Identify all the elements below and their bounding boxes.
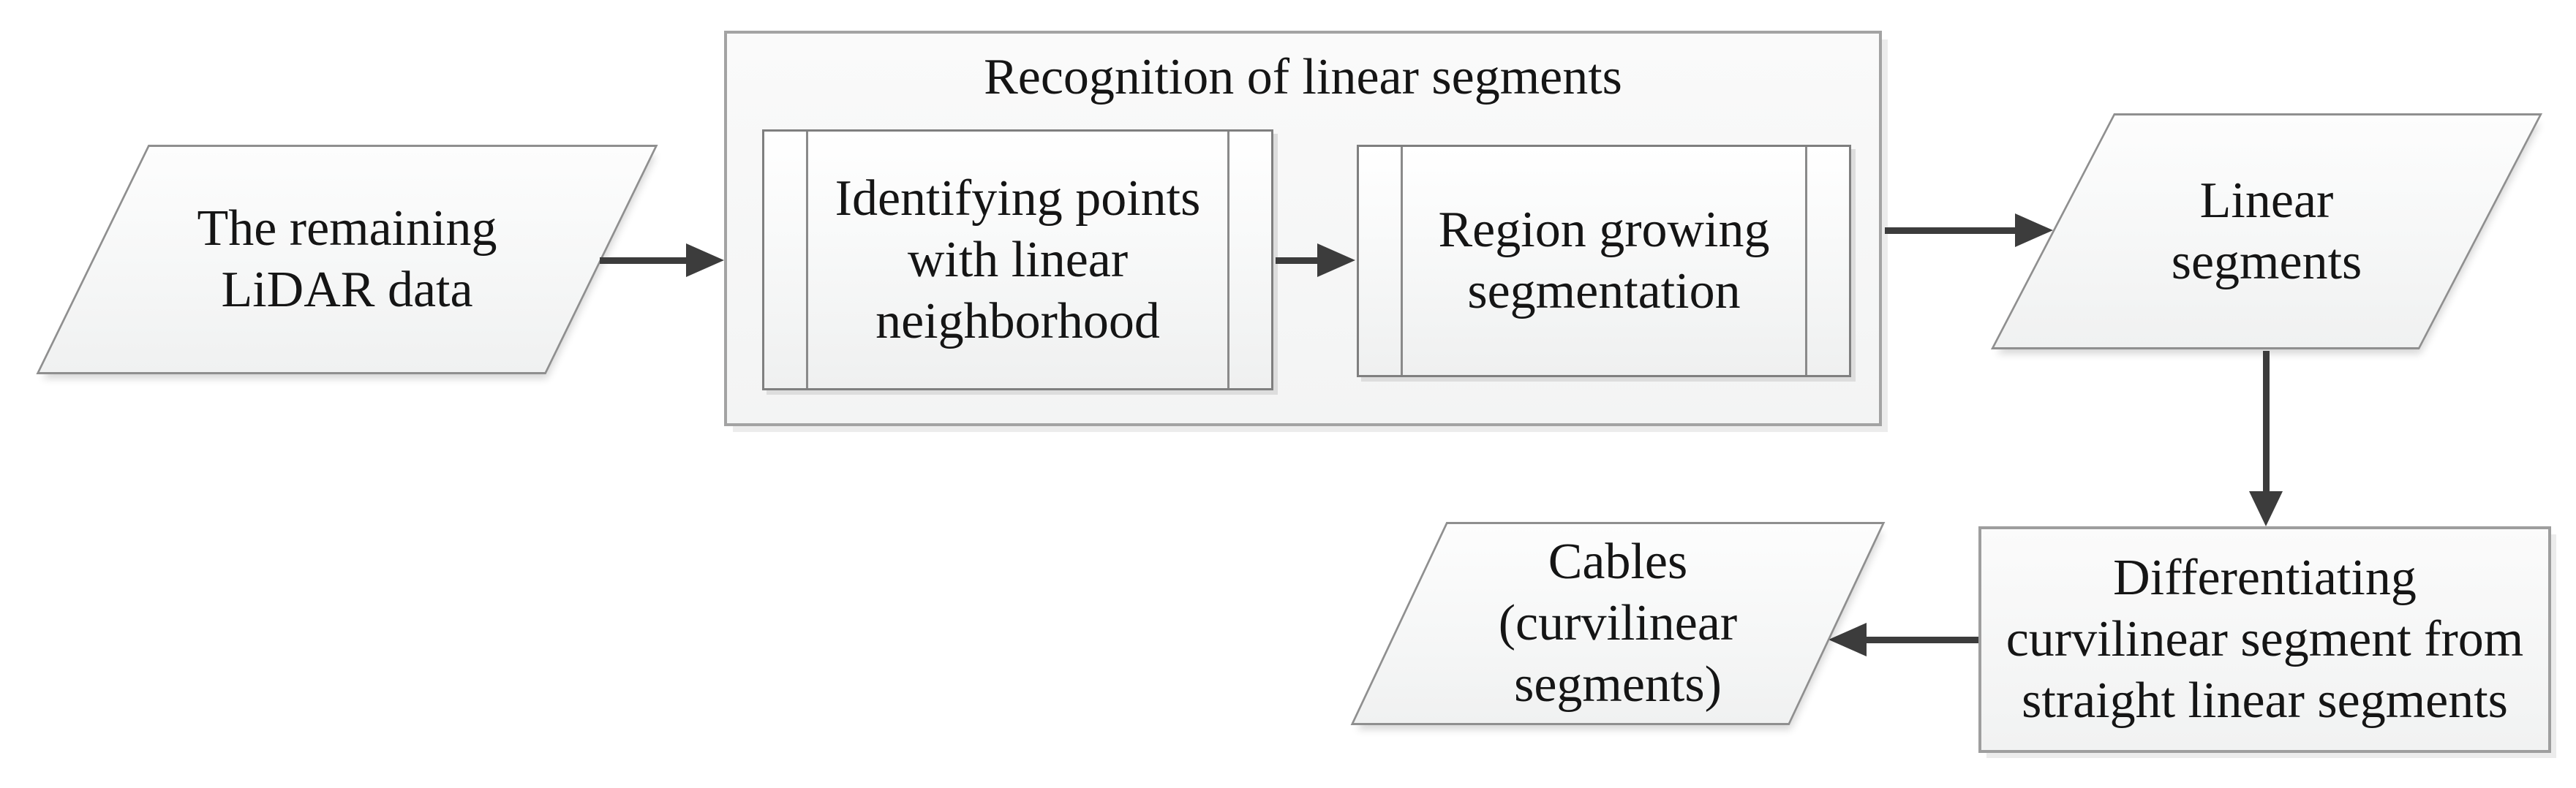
arrow-shaft	[600, 257, 693, 264]
arrow-shaft	[1864, 637, 1978, 643]
process-region-growing	[1357, 145, 1851, 377]
arrow-head-right-icon	[686, 243, 724, 277]
predefined-process-left-bar-icon	[1401, 147, 1403, 375]
arrow-shaft	[2263, 351, 2270, 493]
arrow-shaft	[1276, 257, 1323, 264]
differentiate-box	[1978, 526, 2551, 753]
cables-parallelogram-shape	[1350, 522, 1886, 725]
arrow-head-right-icon	[1317, 243, 1355, 277]
arrow-head-down-icon	[2249, 491, 2283, 526]
input-parallelogram-shape	[36, 145, 658, 374]
arrow-shaft	[1885, 227, 2019, 234]
predefined-process-right-bar-icon	[1805, 147, 1807, 375]
linear-segments-parallelogram-shape	[1990, 113, 2543, 349]
predefined-process-right-bar-icon	[1227, 132, 1229, 388]
process-identify-points	[762, 129, 1273, 390]
recognition-container-title: Recognition of linear segments	[984, 49, 1622, 105]
predefined-process-left-bar-icon	[806, 132, 808, 388]
